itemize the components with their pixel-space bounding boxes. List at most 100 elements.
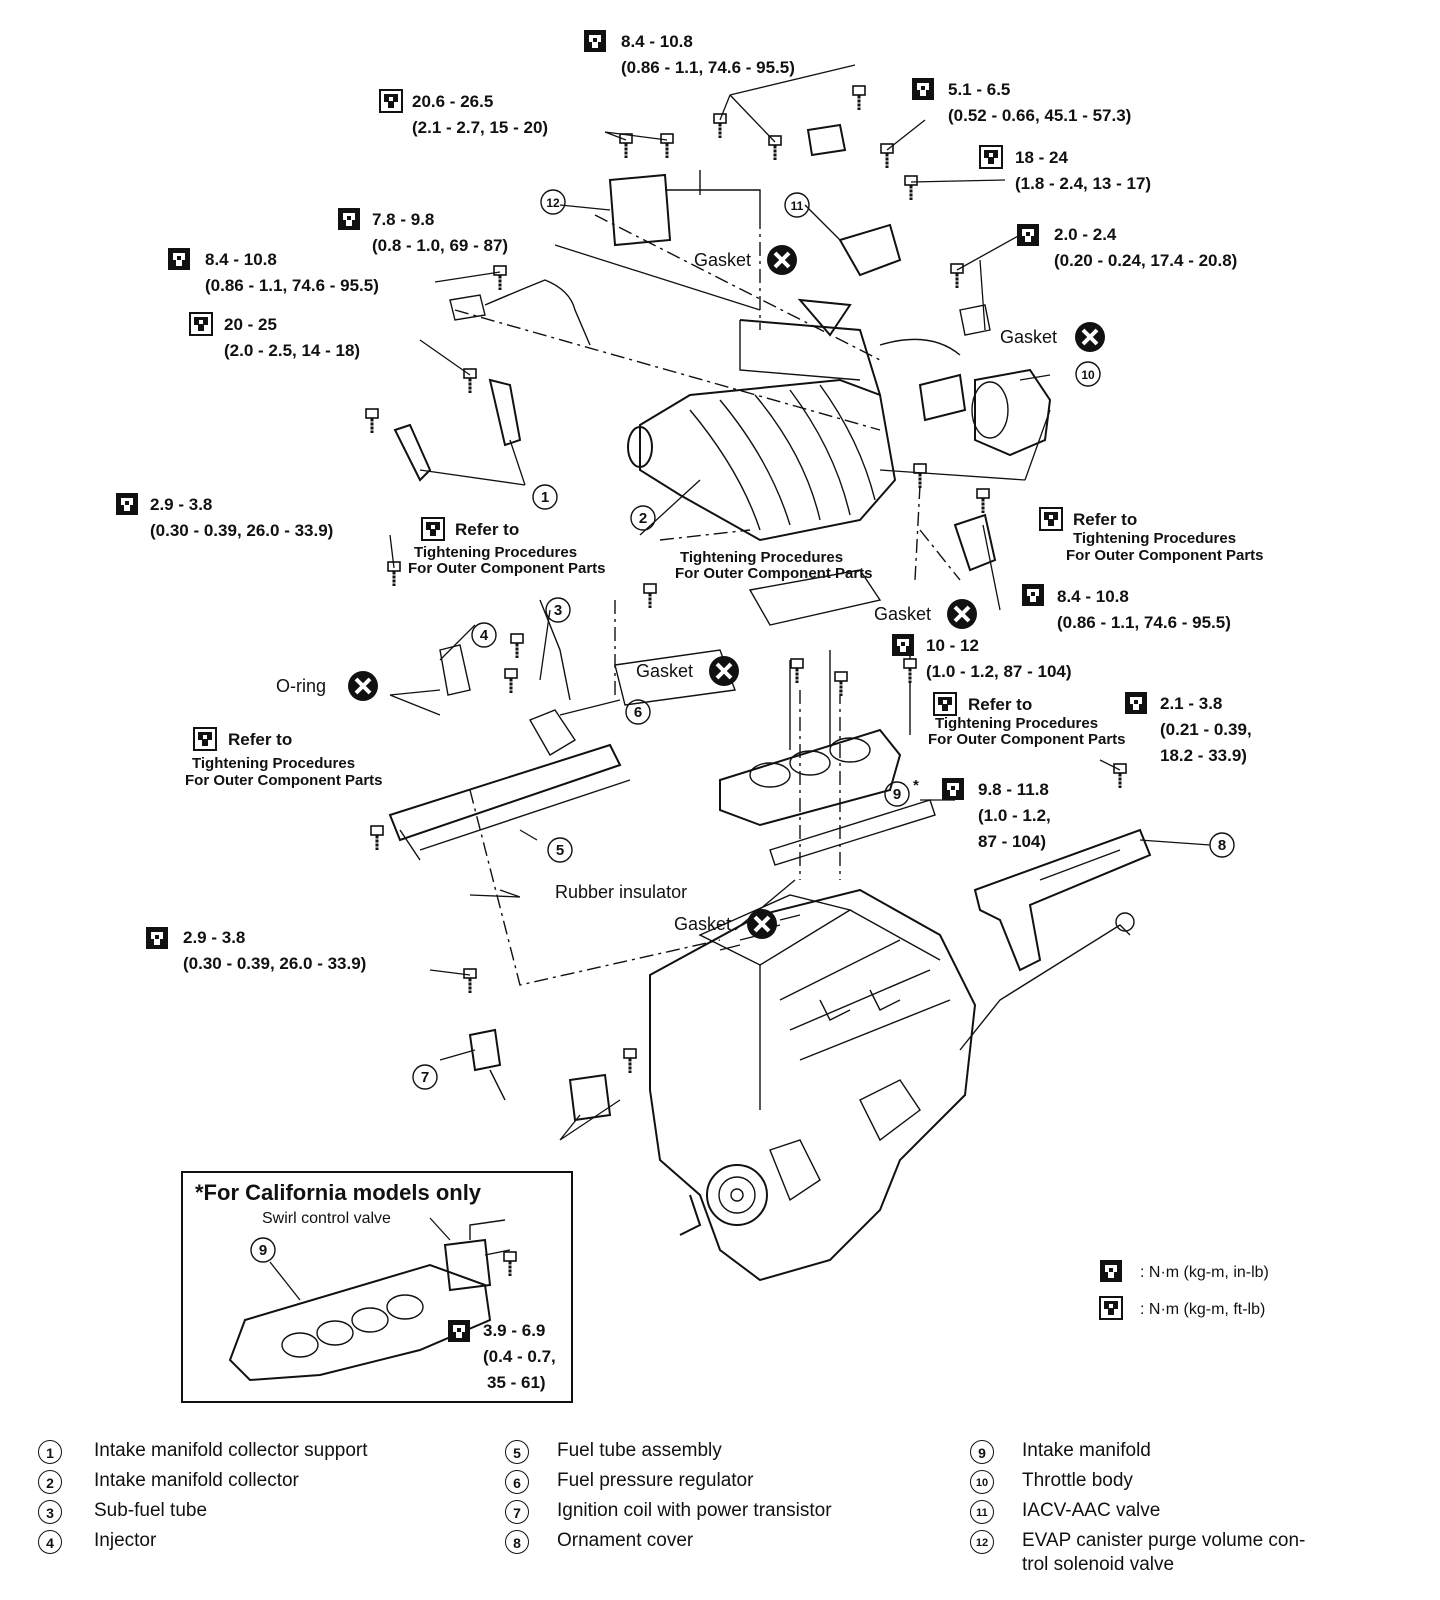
svg-text:3.9 - 6.9: 3.9 - 6.9	[483, 1321, 545, 1340]
legend-number: 6	[505, 1470, 529, 1494]
svg-text:(1.8 - 2.4, 13 - 17): (1.8 - 2.4, 13 - 17)	[1015, 174, 1151, 193]
svg-text:Refer to: Refer to	[968, 695, 1032, 714]
torque-wrench-in-lb-icon	[146, 927, 168, 949]
throttle-body-drawing	[879, 304, 1052, 457]
intake-manifold-collector-drawing	[627, 298, 897, 542]
svg-text:8.4 - 10.8: 8.4 - 10.8	[1057, 587, 1129, 606]
svg-text:Gasket: Gasket	[1000, 327, 1057, 347]
svg-text:8: 8	[1218, 837, 1226, 854]
refer-note-3: Tightening Procedures For Outer Componen…	[675, 549, 873, 582]
callout-9: 9*	[884, 777, 919, 807]
svg-text:9.8 - 11.8: 9.8 - 11.8	[978, 780, 1049, 799]
torque-spec-15: 3.9 - 6.9 (0.4 - 0.7, 35 - 61)	[448, 1320, 556, 1392]
svg-text:Refer to: Refer to	[228, 730, 292, 749]
torque-wrench-ft-lb-icon	[189, 312, 213, 336]
ornament-cover-drawing	[973, 828, 1152, 972]
svg-text:6: 6	[634, 704, 642, 721]
legend-label: EVAP canister purge volume con-	[1022, 1530, 1306, 1551]
upper-components-drawing	[393, 123, 997, 572]
svg-text:Gasket: Gasket	[694, 250, 751, 270]
svg-text:Tightening Procedures: Tightening Procedures	[192, 755, 355, 772]
callout-7: 7	[412, 1064, 438, 1090]
torque-spec-14: 2.9 - 3.8 (0.30 - 0.39, 26.0 - 33.9)	[146, 927, 366, 973]
torque-wrench-in-lb-icon	[942, 778, 964, 800]
svg-text:For Outer Component Parts: For Outer Component Parts	[1066, 547, 1264, 564]
svg-text:Refer to: Refer to	[455, 520, 519, 539]
assembly-lines	[454, 214, 961, 986]
units-legend: : N·m (kg-m, in-lb) : N·m (kg-m, ft-lb)	[1099, 1260, 1269, 1320]
torque-wrench-ft-lb-icon	[1099, 1296, 1123, 1320]
legend-number: 5	[505, 1440, 529, 1464]
rubber-insulator-label: Rubber insulator	[555, 882, 687, 902]
svg-text:(0.20 - 0.24, 17.4 - 20.8): (0.20 - 0.24, 17.4 - 20.8)	[1054, 251, 1237, 270]
legend-label-continued: trol solenoid valve	[1022, 1554, 1175, 1575]
svg-text:3: 3	[554, 602, 562, 619]
callout-12: 12	[540, 189, 566, 215]
svg-text:For Outer Component Parts: For Outer Component Parts	[408, 560, 606, 577]
svg-text:For Outer Component Parts: For Outer Component Parts	[185, 772, 383, 789]
svg-text:10 - 12: 10 - 12	[926, 636, 979, 655]
torque-wrench-ft-lb-icon	[1039, 507, 1063, 531]
svg-text:2.9 - 3.8: 2.9 - 3.8	[150, 495, 212, 514]
legend-number: 4	[38, 1530, 62, 1554]
torque-wrench-in-lb-icon	[168, 248, 190, 270]
gasket-replace-x-icon	[945, 597, 979, 631]
svg-text:: N·m (kg-m, in-lb): : N·m (kg-m, in-lb)	[1140, 1264, 1269, 1281]
legend-label: Intake manifold collector support	[94, 1440, 368, 1461]
refer-note-1: Refer to Tightening Procedures For Outer…	[1039, 507, 1264, 564]
svg-text:For Outer Component Parts: For Outer Component Parts	[675, 565, 873, 582]
torque-spec-2: 20.6 - 26.5 (2.1 - 2.7, 15 - 20)	[379, 89, 548, 137]
svg-text:(0.8 - 1.0, 69 - 87): (0.8 - 1.0, 69 - 87)	[372, 236, 508, 255]
legend-number: 3	[38, 1500, 62, 1524]
svg-text:(1.0 - 1.2,: (1.0 - 1.2,	[978, 806, 1051, 825]
torque-spec-1: 8.4 - 10.8 (0.86 - 1.1, 74.6 - 95.5)	[584, 30, 795, 77]
gasket-label-5: Gasket	[674, 907, 779, 941]
svg-text:Gasket: Gasket	[874, 604, 931, 624]
legend-label: Ornament cover	[557, 1530, 694, 1551]
svg-text:(0.52 - 0.66, 45.1 - 57.3): (0.52 - 0.66, 45.1 - 57.3)	[948, 106, 1131, 125]
legend-number: 9	[970, 1440, 994, 1464]
svg-text:11: 11	[791, 199, 804, 213]
gasket-replace-x-icon	[745, 907, 779, 941]
refer-note-5: Refer to Tightening Procedures For Outer…	[185, 727, 383, 789]
svg-text:Tightening Procedures: Tightening Procedures	[935, 715, 1098, 732]
svg-text:9: 9	[893, 786, 901, 803]
legend-number: 12	[970, 1530, 994, 1554]
svg-text:O-ring: O-ring	[276, 676, 326, 696]
torque-spec-4: 18 - 24 (1.8 - 2.4, 13 - 17)	[979, 145, 1151, 193]
svg-text:Refer to: Refer to	[1073, 510, 1137, 529]
legend-label: Intake manifold collector	[94, 1470, 299, 1491]
gasket-label-1: Gasket	[694, 243, 799, 277]
svg-text:Tightening Procedures: Tightening Procedures	[414, 544, 577, 561]
torque-spec-13: 9.8 - 11.8 (1.0 - 1.2, 87 - 104)	[942, 778, 1051, 851]
svg-text:18 - 24: 18 - 24	[1015, 148, 1068, 167]
torque-wrench-in-lb-icon	[1022, 584, 1044, 606]
gasket-replace-x-icon	[765, 243, 799, 277]
callout-10: 10	[1075, 361, 1101, 387]
svg-text:7.8 - 9.8: 7.8 - 9.8	[372, 210, 434, 229]
legend-label: Fuel tube assembly	[557, 1440, 722, 1461]
gasket-replace-x-icon	[707, 654, 741, 688]
svg-text:18.2 - 33.9): 18.2 - 33.9)	[1160, 746, 1247, 765]
torque-wrench-ft-lb-icon	[933, 692, 957, 716]
callout-6: 6	[625, 699, 651, 725]
gasket-label-4: Gasket	[636, 654, 741, 688]
svg-text:20 - 25: 20 - 25	[224, 315, 277, 334]
torque-spec-8: 20 - 25 (2.0 - 2.5, 14 - 18)	[189, 312, 360, 360]
svg-text:4: 4	[480, 627, 489, 644]
torque-spec-11: 10 - 12 (1.0 - 1.2, 87 - 104)	[892, 634, 1072, 681]
legend-number: 10	[970, 1470, 994, 1494]
svg-text:5.1 - 6.5: 5.1 - 6.5	[948, 80, 1010, 99]
refer-note-2: Refer to Tightening Procedures For Outer…	[408, 517, 606, 577]
torque-spec-6: 8.4 - 10.8 (0.86 - 1.1, 74.6 - 95.5)	[168, 248, 379, 295]
legend-number: 8	[505, 1530, 529, 1554]
svg-text:35 - 61): 35 - 61)	[487, 1373, 546, 1392]
svg-text:2.0 - 2.4: 2.0 - 2.4	[1054, 225, 1117, 244]
intake-manifold-drawing	[614, 569, 936, 866]
torque-wrench-in-lb-icon	[116, 493, 138, 515]
svg-text:(0.30 - 0.39, 26.0 - 33.9): (0.30 - 0.39, 26.0 - 33.9)	[183, 954, 366, 973]
legend-label: Throttle body	[1022, 1470, 1133, 1491]
svg-text:1: 1	[541, 489, 549, 506]
svg-text:20.6 - 26.5: 20.6 - 26.5	[412, 92, 493, 111]
